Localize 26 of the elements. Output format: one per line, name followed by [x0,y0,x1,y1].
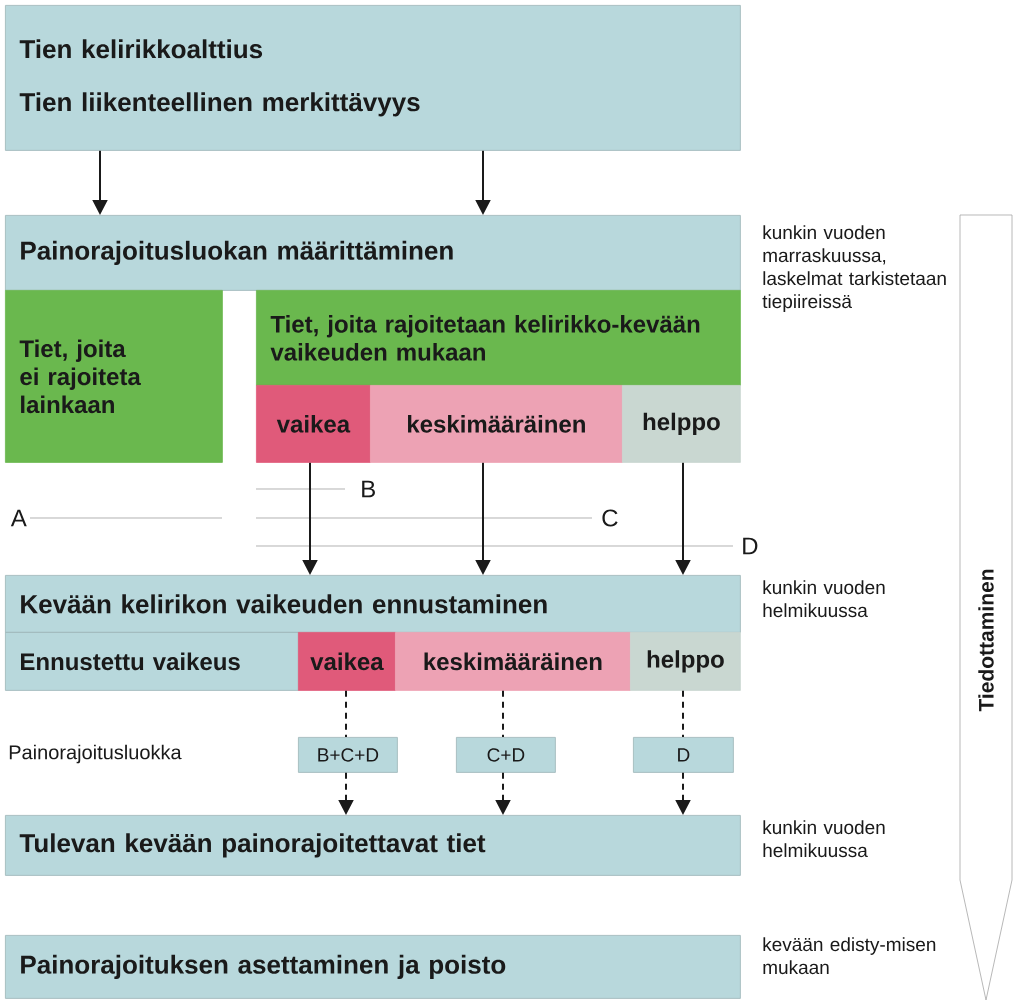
difficulty-cell: helppo [622,385,741,463]
process-box: Painorajoitusluokan määrittäminen [5,215,741,291]
process-box: Tien kelirikkoalttius Tien liikenteellinen merkittävyys [5,5,741,151]
schedule-note: kunkin vuoden marraskuussa, laskelmat tarkistetaan tiepiireissä [762,225,946,312]
difficulty-cell: helppo [630,632,741,691]
level-letter: B [362,480,375,498]
difficulty-cell: keskimääräinen [395,632,631,691]
process-box: Tulevan kevään painorajoitettavat tiet [5,815,741,876]
difficulty-cell: vaikea [298,632,396,691]
class-box: C+D [456,737,556,773]
process-box: Painorajoituksen asettaminen ja poisto [5,935,741,999]
difficulty-cell: vaikea [256,385,371,463]
forecast-cell: Ennustettu vaikeus [5,632,299,691]
level-letter: C [602,509,618,527]
difficulty-cell: keskimääräinen [370,385,623,463]
class-box: B+C+D [298,737,398,773]
schedule-note: kunkin vuoden helmikuussa [763,820,885,858]
schedule-note: kevään edisty-misen mukaan [763,937,936,975]
class-box: D [633,737,734,773]
category-box: Tiet, joita ei rajoiteta lainkaan [5,290,223,463]
level-letter: A [10,509,27,527]
schedule-note: kunkin vuoden helmikuussa [763,580,885,618]
category-box: Tiet, joita rajoitetaan kelirikko-kevään vaikeuden mukaan [256,290,741,386]
pointed-band: Tiedottaminen [959,214,1013,1001]
row-label: Painorajoitusluokka [9,744,182,764]
level-letter: D [743,537,758,555]
